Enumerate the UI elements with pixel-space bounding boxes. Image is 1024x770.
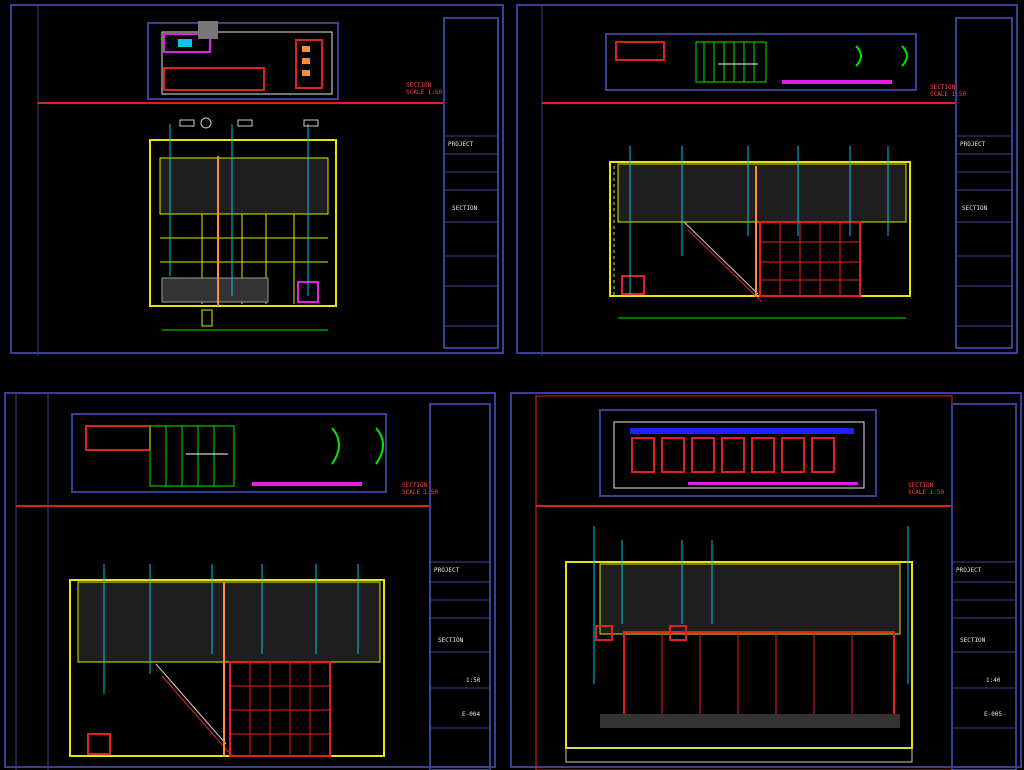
plan-view <box>71 413 387 493</box>
title-block-sheet-number: E-004 <box>462 711 481 718</box>
title-block-sheet-number: E-005 <box>984 711 1003 718</box>
title-block-drawing-title: SECTION <box>960 637 986 644</box>
title-block-project: PROJECT <box>956 567 982 574</box>
plan-view <box>147 22 339 100</box>
title-block-project: PROJECT <box>448 141 474 148</box>
title-block-drawing-title: SECTION <box>452 205 478 212</box>
plan-view <box>605 33 917 91</box>
title-block-drawing-title: SECTION <box>962 205 988 212</box>
sheet-4-canvas <box>535 394 1017 770</box>
title-block-project: PROJECT <box>434 567 460 574</box>
sheet-1-canvas <box>37 6 499 356</box>
sheet-3-canvas <box>15 394 491 770</box>
title-block-scale: 1:40 <box>986 677 1001 684</box>
title-block-project: PROJECT <box>960 141 986 148</box>
title-block-drawing-title: SECTION <box>438 637 464 644</box>
section-view <box>149 139 337 307</box>
section-view <box>69 579 385 757</box>
sheet-2-canvas <box>541 6 1013 356</box>
title-block-scale: 1:50 <box>466 677 481 684</box>
plan-view <box>599 409 877 497</box>
